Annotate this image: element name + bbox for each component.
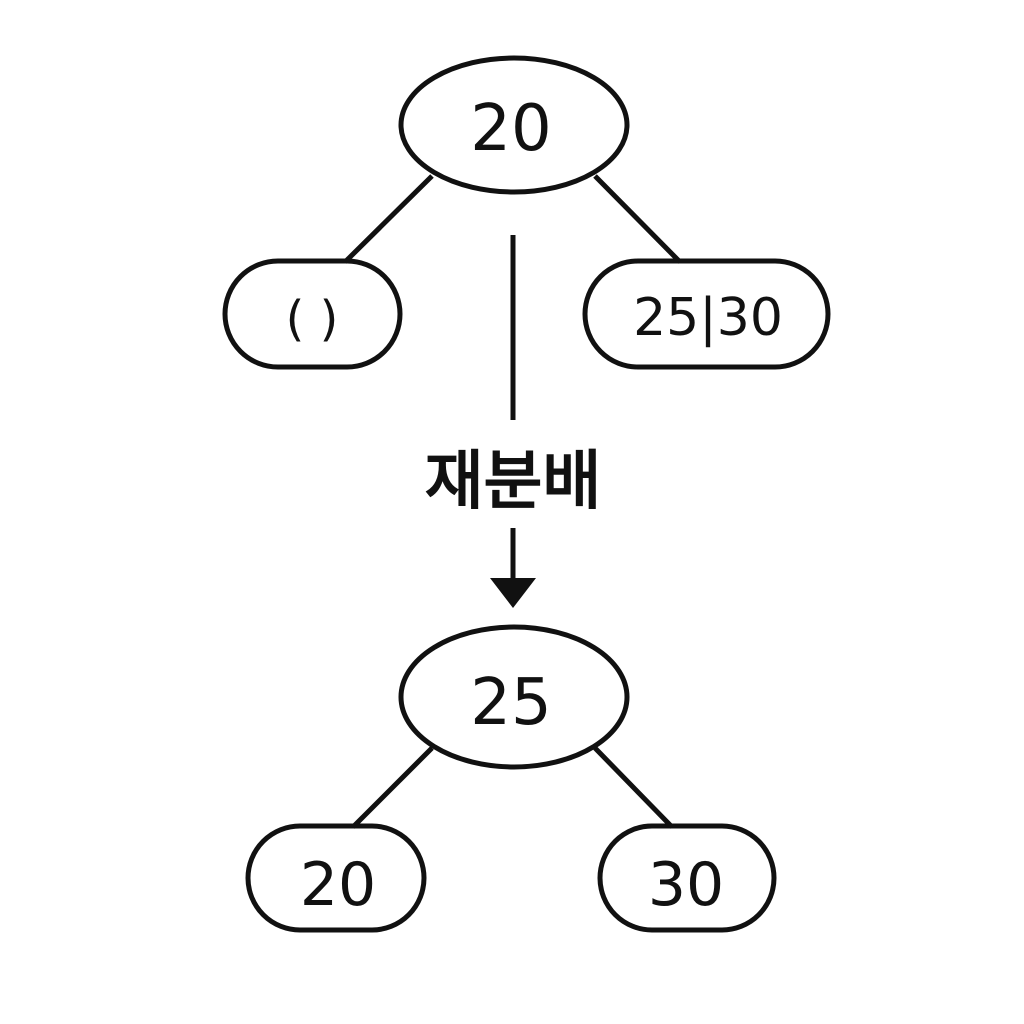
node-after-left [245,823,427,933]
label-before-root: 20 [470,92,551,166]
node-after-right [597,823,777,933]
label-before-right: 25|30 [633,288,783,348]
edge-after-right [593,746,674,829]
label-before-left: ( ) [286,291,339,347]
edge-after-left [351,746,434,829]
label-after-right: 30 [648,850,724,920]
label-redistribution: 재분배 [425,445,602,519]
node-before-left [222,258,403,370]
node-before-root [398,55,630,195]
node-after-root [398,624,630,770]
edge-before-left [343,174,434,264]
label-after-left: 20 [300,850,376,920]
edge-before-right [593,174,682,264]
label-after-root: 25 [470,666,551,740]
arrow-head-icon [490,578,536,608]
node-before-right [582,258,831,370]
